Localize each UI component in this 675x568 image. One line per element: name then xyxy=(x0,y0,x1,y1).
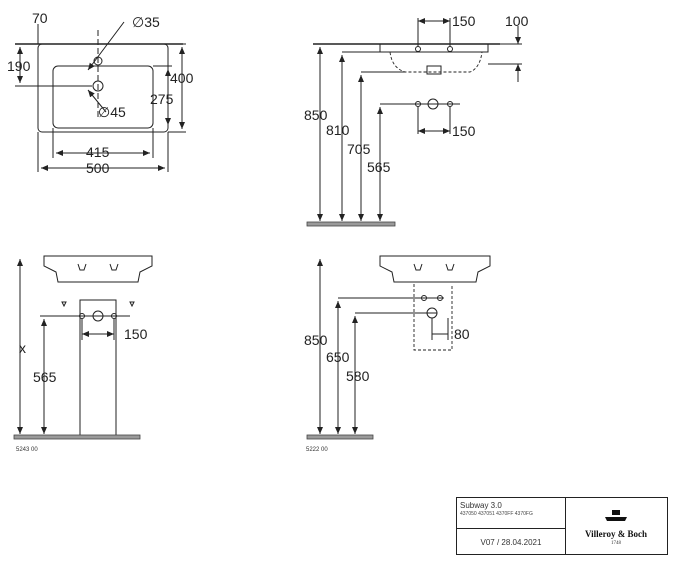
dim-semi-80: 80 xyxy=(454,326,470,342)
dim-70: 70 xyxy=(32,10,48,26)
floor xyxy=(306,434,374,440)
dim-415: 415 xyxy=(86,144,110,160)
waste-outlet xyxy=(426,65,442,75)
floor xyxy=(306,221,396,227)
brand-logo-icon xyxy=(605,510,627,521)
leader-dia35 xyxy=(87,21,125,71)
dim-side-810: 810 xyxy=(326,122,350,138)
dim-500: 500 xyxy=(86,160,110,176)
side-view: 150 100 850 810 705 565 150 xyxy=(304,13,529,227)
wall-waste-connection xyxy=(427,98,439,110)
dim-dia45: ∅45 xyxy=(98,104,126,120)
top-view: 70 190 400 275 415 500 ∅35 ∅45 xyxy=(7,10,194,176)
title-block-info: Subway 3.0 437050 437051 4370FF 4370FG V… xyxy=(457,498,566,554)
dim-side-565: 565 xyxy=(367,159,391,175)
article-codes: 437050 437051 4370FF 4370FG xyxy=(460,511,533,517)
semi-pedestal-outline xyxy=(413,284,453,351)
dim-semi-650: 650 xyxy=(326,349,350,365)
dim-side-705: 705 xyxy=(347,141,371,157)
semi-pedestal-code: 5222 00 xyxy=(306,447,328,453)
pedestal-code: 5243 00 xyxy=(16,447,38,453)
dim-side-150: 150 xyxy=(452,13,476,29)
dim-275: 275 xyxy=(150,91,174,107)
title-block: Subway 3.0 437050 437051 4370FF 4370FG V… xyxy=(456,497,668,555)
dim-semi-850: 850 xyxy=(304,332,328,348)
bowl-outline xyxy=(52,65,154,129)
dim-x: x xyxy=(19,340,26,356)
basin-bowl-hidden xyxy=(389,51,483,73)
dim-semi-580: 580 xyxy=(346,368,370,384)
dim-190: 190 xyxy=(7,58,31,74)
floor xyxy=(13,434,141,440)
dim-side-100: 100 xyxy=(505,13,529,29)
dim-ped-150: 150 xyxy=(124,326,148,342)
dim-dia35: ∅35 xyxy=(132,14,160,30)
pedestal-view: x 565 150 5243 00 xyxy=(13,255,153,453)
leader-dia45 xyxy=(87,89,107,113)
brand-name: Villeroy & Boch xyxy=(585,529,647,539)
dim-side-850: 850 xyxy=(304,107,328,123)
product-series: Subway 3.0 xyxy=(460,501,502,510)
semi-pedestal-view: 850 650 580 80 5222 00 xyxy=(304,255,491,453)
pedestal-basin-front xyxy=(43,255,153,283)
dim-400: 400 xyxy=(170,70,194,86)
semi-basin-front xyxy=(379,255,491,283)
brand-year: 1748 xyxy=(611,541,621,546)
brand-area: Villeroy & Boch 1748 xyxy=(565,498,667,554)
dim-side-150b: 150 xyxy=(452,123,476,139)
title-block-divider xyxy=(457,528,565,529)
basin-profile xyxy=(379,44,489,53)
dim-ped-565: 565 xyxy=(33,369,57,385)
revision-date: V07 / 28.04.2021 xyxy=(480,538,542,547)
